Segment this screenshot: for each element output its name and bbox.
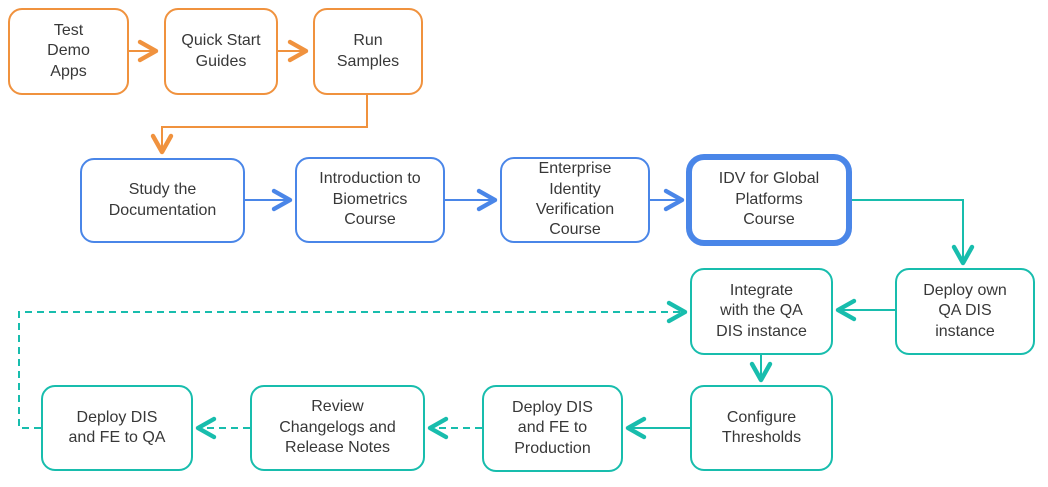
node-run-samples-label: Run Samples [336,32,400,70]
node-idv-for-global-platforms-course: IDV for Global Platforms Course [686,154,852,246]
connector-run-samples-to-study-the-documentation [150,95,368,155]
connector-deploy-dis-and-fe-to-qa-to-integrate-with-the-qa-dis-instance [18,300,688,429]
node-deploy-dis-and-fe-to-production-label: Deploy DIS and FE to Production [512,398,593,457]
node-introduction-to-biometrics-course-label: Introduction to Biometrics Course [319,170,421,229]
node-study-the-documentation-label: Study the Documentation [108,181,217,219]
node-deploy-dis-and-fe-to-qa-label: Deploy DIS and FE to QA [68,408,166,446]
node-introduction-to-biometrics-course: Introduction to Biometrics Course [295,157,445,243]
node-idv-for-global-platforms-course-label: IDV for Global Platforms Course [718,170,820,229]
node-study-the-documentation: Study the Documentation [80,158,245,243]
node-deploy-dis-and-fe-to-production: Deploy DIS and FE to Production [482,385,623,472]
node-enterprise-identity-verification-course-label: Enterprise Identity Verification Course [535,160,615,239]
node-configure-thresholds: Configure Thresholds [690,385,833,471]
connector-idv-for-global-platforms-course-to-deploy-own-qa-dis-instance [852,199,975,266]
node-deploy-dis-and-fe-to-qa: Deploy DIS and FE to QA [41,385,193,471]
node-quick-start-guides: Quick Start Guides [164,8,278,95]
node-deploy-own-qa-dis-instance-label: Deploy own QA DIS instance [923,281,1007,340]
node-test-demo-apps-label: Test Demo Apps [47,21,90,80]
node-deploy-own-qa-dis-instance: Deploy own QA DIS instance [895,268,1035,355]
node-test-demo-apps: Test Demo Apps [8,8,129,95]
node-configure-thresholds-label: Configure Thresholds [721,408,802,446]
node-review-changelogs-and-release-notes: Review Changelogs and Release Notes [250,385,425,471]
node-review-changelogs-and-release-notes-label: Review Changelogs and Release Notes [279,398,396,457]
node-quick-start-guides-label: Quick Start Guides [181,32,261,70]
node-integrate-with-the-qa-dis-instance-label: Integrate with the QA DIS instance [716,281,807,340]
node-integrate-with-the-qa-dis-instance: Integrate with the QA DIS instance [690,268,833,355]
node-enterprise-identity-verification-course: Enterprise Identity Verification Course [500,157,650,243]
node-run-samples: Run Samples [313,8,423,95]
